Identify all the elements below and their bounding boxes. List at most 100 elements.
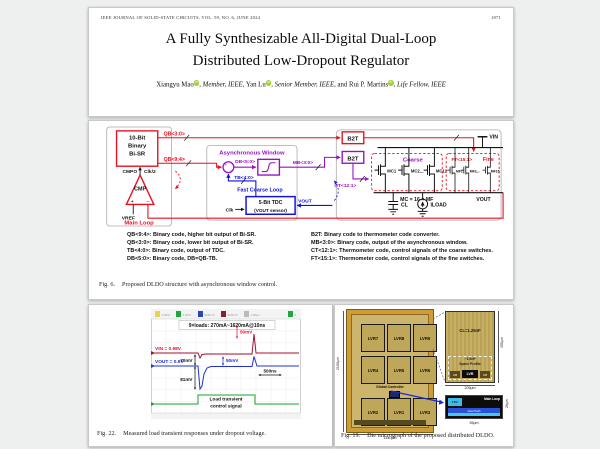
control-signal-label: control signal [210, 404, 241, 410]
author-name: Yan Lu [245, 81, 266, 89]
strip-width-dim: 55μm [469, 421, 479, 425]
load-current-symbol [417, 192, 429, 217]
lvr-tile: LVR4 [361, 356, 385, 384]
undershoot-value: 81mV [180, 377, 193, 382]
legend-line: B2T: Binary code to thermometer code con… [311, 232, 440, 238]
channel-setting: 1.00V/ [162, 313, 171, 317]
qb-high-label: QB<9:4> [164, 157, 185, 163]
fig6-caption-label: Fig. 6. [99, 281, 115, 288]
db-label: DB<5:0> [235, 159, 255, 165]
bus-slash [453, 134, 460, 141]
lvr-cell-row: CB LVR CB [450, 370, 490, 378]
coarse-array-box [371, 153, 443, 192]
control-signal-label: Load transient [209, 397, 242, 403]
fig19-caption-text: Die micrograph of the proposed distribut… [367, 432, 495, 439]
bus-slash [185, 160, 192, 167]
channel-setting: 1.00μs [251, 313, 261, 317]
author-role: , Member, IEEE [199, 81, 243, 89]
iload-label: ILOAD [430, 202, 446, 208]
lvr-tile: LVR8 [387, 324, 411, 352]
mc1-label: MC1 [387, 169, 397, 174]
lvr-height-dim: 450μm [500, 337, 504, 349]
paper-title: A Fully Synthesizable All-Digital Dual-L… [89, 28, 513, 72]
fig19-card: LVR7 LVR8 LVR9 LVR4 LVR5 LVR6 LVR2 LVR1 … [334, 304, 514, 447]
orcid-icon: iD [265, 80, 272, 86]
lvr-tile: LVR7 [361, 324, 385, 352]
zoom-arrowhead [438, 399, 444, 405]
fig6-card: 10-Bit Binary Bi-SR CMP + − CMPO Clk/2 V… [88, 120, 514, 300]
bisr-label: Binary [128, 144, 147, 150]
page-number: 1871 [491, 15, 501, 20]
dldo-block-diagram: 10-Bit Binary Bi-SR CMP + − CMPO Clk/2 V… [106, 126, 504, 227]
async-window-title: Asynchronous Window [219, 150, 285, 156]
spare-cap-value: ~1.5nF [464, 357, 476, 361]
fig19-caption-label: Fig. 19. [341, 432, 361, 439]
dimension-line [498, 311, 499, 383]
fine-ellipsis: ... [476, 170, 481, 175]
fig6-caption-text: Proposed DLDO structure with asynchronou… [122, 281, 278, 288]
mf15-label: MF15 [491, 170, 500, 174]
lvr-zoom-view: CL=1.25nF ~1.5nF Spare Profile CB LVR CB [445, 311, 495, 383]
plus-sign: + [131, 199, 134, 205]
fig22-card: 1.00V/ 1.00V/ 500mV/ 500mV/ 1.00μs 2 9×l… [88, 304, 333, 447]
qb-high-bus [157, 162, 222, 170]
spare-area-label: Spare Profile [459, 361, 481, 366]
global-controller-block [389, 391, 400, 398]
sigmoid-curve-icon [261, 162, 276, 173]
minus-sign: − [146, 199, 149, 205]
loop-hint-arrow [175, 170, 181, 190]
orcid-icon: iD [193, 80, 200, 86]
coarse-ellipsis: ... [420, 170, 425, 175]
fast-path-layout-block: Fast Path [448, 408, 500, 413]
author-role: , Senior Member, IEEE [271, 81, 335, 89]
tb-label: TB<4:0> [234, 175, 253, 181]
qb-low-label: QB<3:0> [164, 131, 185, 137]
cl-capacitor-label: CL=1.25nF [459, 328, 481, 333]
tdc-label: 5-Bit TDC [259, 200, 283, 206]
ft-bus [363, 137, 476, 152]
dropout-value: 70mV [180, 358, 193, 363]
fine-array-box [445, 153, 500, 192]
oscilloscope-screenshot: 1.00V/ 1.00V/ 500mV/ 500mV/ 1.00μs 2 9×l… [151, 309, 301, 419]
fig22-caption-label: Fig. 22. [97, 430, 117, 437]
ct-bus [352, 163, 370, 182]
legend-line: QB<9:4>: Binary code, higher bit output … [127, 232, 256, 238]
main-loop-container [106, 126, 172, 227]
author-name: Rui P. Martins [349, 81, 389, 89]
scope-title: 9×loads: 270mA~1620mA@10ns [189, 323, 266, 329]
main-loop-layout-label: Main Loop [484, 397, 500, 401]
vin-label: VIN [489, 135, 498, 141]
channel-setting: 1.00V/ [183, 313, 192, 317]
dropout-measurement: 70mV [180, 354, 197, 366]
b2t-label: B2T [347, 156, 359, 162]
coarse-transistors [374, 147, 435, 193]
mf1-label: MF1 [456, 170, 463, 174]
legend-line: TB<4:0>: Binary code, output of TDC. [127, 248, 225, 254]
legend-line: CT<12:1>: Thermometer code, control sign… [311, 248, 493, 254]
journal-name: IEEE JOURNAL OF SOLID-STATE CIRCUITS, VO… [101, 15, 261, 20]
vout-overshoot-measurement: 50mV [221, 356, 239, 366]
cl-label: CL [401, 202, 409, 208]
fig22-caption: Fig. 22.Measured load transient response… [97, 430, 266, 437]
vref-label: VREF [122, 216, 135, 222]
channel-setting: 500mV/ [228, 313, 239, 317]
bus-slash [315, 164, 321, 171]
summer-minus: − [230, 168, 233, 173]
bisr-label: 10-Bit [129, 136, 145, 142]
bisr-label: Bi-SR [129, 151, 146, 157]
author-line: Xiangyu MaoiD, Member, IEEE, Yan LuiD, S… [89, 80, 513, 88]
layout-bar [448, 413, 500, 416]
legend-line: FT<15:1>: Thermometer code, control sign… [311, 256, 485, 262]
ct-label: CT<12:1> [334, 183, 356, 189]
time-scale-value: 500ns [263, 369, 276, 374]
scope-channel-chips: 1.00V/ 1.00V/ 500mV/ 500mV/ 1.00μs 2 [155, 311, 297, 317]
tdc-sublabel: (VOUT sensor) [254, 208, 287, 213]
die-photo: LVR7 LVR8 LVR9 LVR4 LVR5 LVR6 LVR2 LVR1 … [347, 310, 437, 432]
global-controller-label: Global Controller [376, 385, 404, 389]
fig6-legend-left: QB<9:4>: Binary code, higher bit output … [127, 231, 256, 263]
fine-transistors [447, 147, 491, 193]
vout-sense-label: VOUT [298, 198, 312, 204]
mf2-label: MF2 [470, 170, 477, 174]
load-cap-symbol [388, 192, 399, 215]
